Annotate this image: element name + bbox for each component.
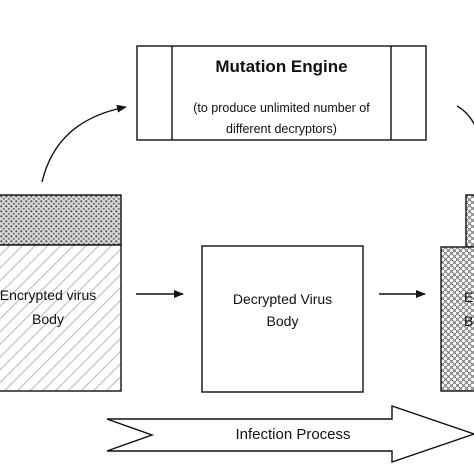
mutation-engine-subtitle-line1: (to produce unlimited number of [193,101,370,115]
infection-process-arrow [106,405,474,463]
right-body-line1: Encrypted virus [464,289,474,305]
mutation-engine-title: Mutation Engine [215,57,348,76]
left-virus-block [0,194,122,392]
left-body-line2: Body [32,311,64,327]
middle-virus-block [201,245,364,393]
right-body-line2: Body [464,313,474,329]
middle-body-line2: Body [266,313,299,329]
curved-arrow-up [41,104,127,183]
middle-body-line1: Decrypted Virus [232,291,333,307]
curved-arrow-down [456,105,474,125]
mutation-engine-box [136,45,427,141]
right-virus-block [440,194,474,392]
infection-process-label: Infection Process [235,426,351,443]
left-body-line1: Encrypted virus [0,287,97,303]
right-body-label: Encrypted virus Body [442,286,474,336]
left-body-label: Encrypted virus Body [0,284,121,334]
mutation-engine-subtitle-line2: different decryptors) [226,122,337,136]
